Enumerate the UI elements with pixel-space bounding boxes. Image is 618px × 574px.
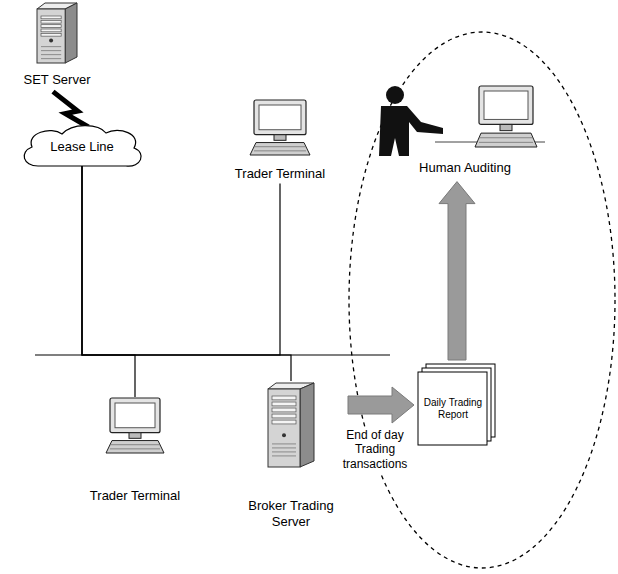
text-wrap: Lease Line xyxy=(44,137,120,157)
network-link xyxy=(82,166,280,355)
server-icon xyxy=(266,382,316,468)
lease-line-cloud: Lease Line xyxy=(18,124,146,170)
lightning-link xyxy=(53,92,88,127)
node-label: Trader Terminal xyxy=(60,488,210,504)
text-wrap: Broker Trading Server xyxy=(238,498,344,529)
server-icon xyxy=(35,2,79,64)
node-label: Lease Line xyxy=(50,139,114,155)
trader-terminal: Trader Terminal xyxy=(210,100,350,182)
flow-arrow xyxy=(348,387,414,423)
dashed-boundary xyxy=(349,32,615,568)
monitor-icon xyxy=(250,100,310,156)
set-server: SET Server xyxy=(12,2,102,88)
network-link xyxy=(82,166,135,397)
node-label: Trader Terminal xyxy=(210,166,350,182)
text-wrap: Human Auditing xyxy=(355,160,575,176)
daily-trading-report: Daily Trading Report xyxy=(418,364,496,446)
text-wrap: Trader Terminal xyxy=(210,166,350,182)
network-link xyxy=(82,166,291,381)
flow-arrow xyxy=(439,182,475,360)
node-label: Daily Trading Report xyxy=(422,397,484,421)
auditor-icon xyxy=(365,84,565,156)
text-wrap: SET Server xyxy=(12,72,102,88)
monitor-icon xyxy=(106,398,164,454)
human-auditing: Human Auditing xyxy=(355,84,575,176)
broker-trading-server: Broker Trading Server xyxy=(238,382,344,529)
text-wrap: Trader Terminal xyxy=(60,488,210,504)
node-label: SET Server xyxy=(12,72,102,88)
trader-terminal: Trader Terminal xyxy=(60,398,210,504)
node-label: Broker Trading Server xyxy=(238,498,344,529)
edge-label: End of day Trading transactions xyxy=(336,427,414,472)
text-wrap: Daily Trading Report xyxy=(418,389,496,421)
node-label: Human Auditing xyxy=(355,160,575,176)
